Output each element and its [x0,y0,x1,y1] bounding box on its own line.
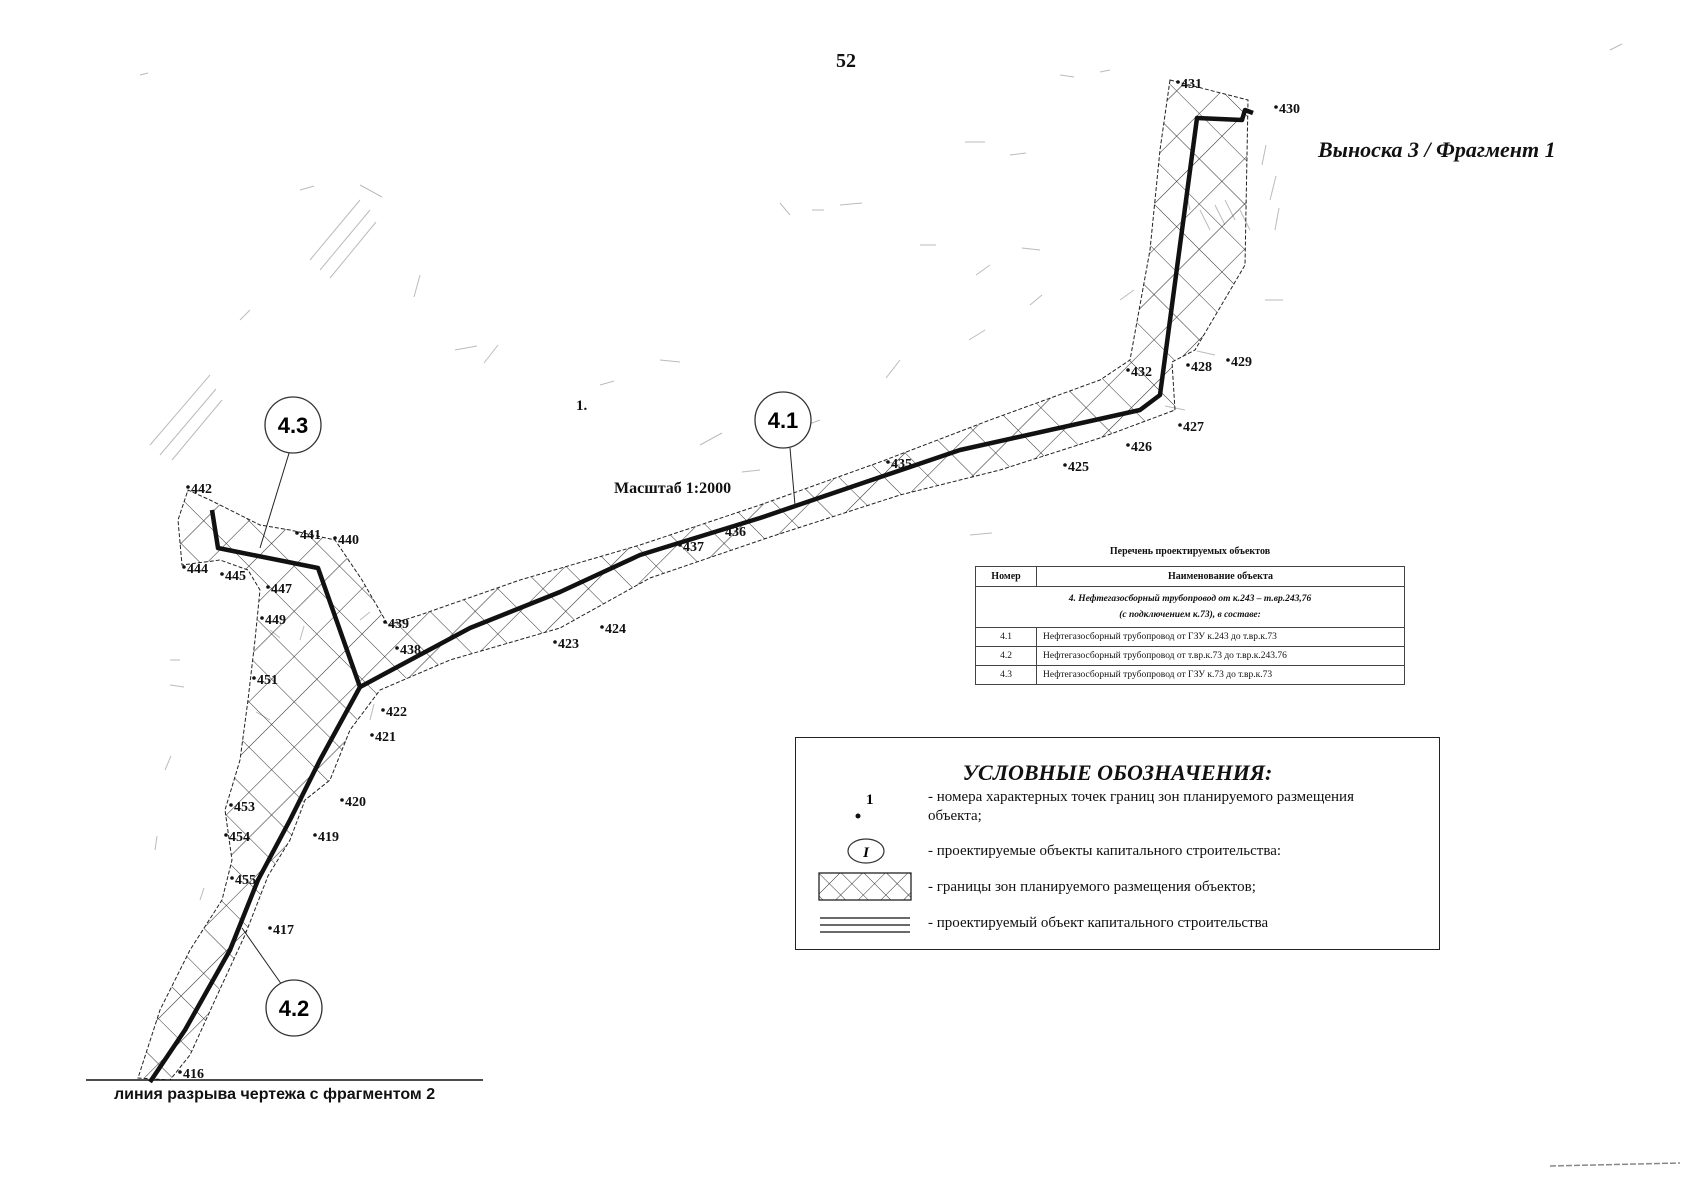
svg-text:4.3: 4.3 [278,413,309,438]
group-title-line2: (с подключением к.73), в составе: [1119,610,1261,620]
row-name: Нефтегазосборный трубопровод от ГЗУ к.73… [1036,665,1405,685]
object-bubble-4-3: 4.3 [264,396,322,454]
callout-title: Выноска 3 / Фрагмент 1 [1318,137,1556,162]
table-row: 4.1 Нефтегазосборный трубопровод от ГЗУ … [975,627,1405,647]
row-number: 4.2 [975,646,1037,666]
column-header-name: Наименование объекта [1036,566,1405,587]
point-label: 430 [1279,102,1300,117]
point-label: 439 [388,617,409,632]
table-group-row: 4. Нефтегазосборный трубопровод от к.243… [975,586,1405,628]
point-label: 427 [1183,420,1204,435]
point-label: 438 [400,643,421,658]
point-label: 424 [605,622,626,637]
pipeline-routes [148,107,1254,1084]
objects-table: Номер Наименование объекта 4. Нефтегазос… [975,566,1405,685]
point-label: 436 [725,525,746,540]
point-label: 420 [345,795,366,810]
point-label: 440 [338,533,359,548]
point-label: 431 [1181,77,1202,92]
point-label: 417 [273,923,294,938]
point-label: 429 [1231,355,1252,370]
group-title-line1: 4. Нефтегазосборный трубопровод от к.243… [1068,594,1312,604]
column-header-number: Номер [975,566,1037,587]
point-label: 416 [183,1067,204,1082]
point-label: 425 [1068,460,1089,475]
row-number: 4.1 [975,627,1037,647]
objects-table-title: Перечень проектируемых объектов [1109,546,1271,557]
table-row: 4.2 Нефтегазосборный трубопровод от т.вр… [975,646,1405,666]
placement-zone [137,79,1249,1081]
row-number: 4.3 [975,665,1037,685]
pipeline-4-2 [148,685,362,1084]
point-label: 449 [265,613,286,628]
zone-hatch-icon [818,872,912,901]
point-label: 419 [318,830,339,845]
point-label: 454 [229,830,250,845]
table-group-cell: 4. Нефтегазосборный трубопровод от к.243… [975,586,1405,628]
page-number: 52 [836,50,856,72]
point-label: 442 [191,482,212,497]
row-name: Нефтегазосборный трубопровод от ГЗУ к.24… [1036,627,1405,647]
legend: УСЛОВНЫЕ ОБОЗНАЧЕНИЯ: 1 - номера характе… [795,737,1440,950]
pipeline-4-3 [209,509,363,688]
object-bubble-4-2: 4.2 [265,979,323,1037]
object-bubble-4-1: 4.1 [754,391,812,449]
point-label: 435 [891,457,912,472]
stray-label: 1. [576,398,588,414]
point-label: 445 [225,569,246,584]
svg-text:4.2: 4.2 [279,996,310,1021]
point-label: 453 [234,800,255,815]
legend-item-pipeline: - проектируемый объект капитального стро… [928,915,1269,931]
pipeline-line-icon [820,917,910,933]
point-label: 422 [386,705,407,720]
point-label: 441 [300,528,321,543]
point-label: 421 [375,730,396,745]
point-label: 455 [235,873,256,888]
pipeline-4-1 [358,107,1254,689]
svg-text:I: I [862,845,870,861]
row-name: Нефтегазосборный трубопровод от т.вр.к.7… [1036,646,1405,666]
point-label: 437 [683,540,704,555]
point-label: 426 [1131,440,1152,455]
legend-item-objects: - проектируемые объекты капитального стр… [928,843,1282,859]
legend-title: УСЛОВНЫЕ ОБОЗНАЧЕНИЯ: [962,760,1273,785]
legend-item-zones: - границы зон планируемого размещения об… [928,879,1256,895]
svg-text:4.1: 4.1 [768,408,799,433]
point-labels: 416 417 419 420 421 422 423 424 425 426 … [178,77,1300,1082]
legend-item-points: - номера характерных точек границ зон пл… [928,789,1354,824]
svg-text:1: 1 [866,792,874,808]
table-header-row: Номер Наименование объекта [975,566,1405,587]
cut-line-label: линия разрыва чертежа с фрагментом 2 [114,1086,436,1103]
point-label: 447 [271,582,292,597]
point-label: 451 [257,673,278,688]
point-label: 428 [1191,360,1212,375]
point-marker-icon: 1 [855,792,874,819]
scale-label: Масштаб 1:2000 [614,480,732,497]
point-label: 423 [558,637,579,652]
point-label: 444 [187,562,208,577]
table-row: 4.3 Нефтегазосборный трубопровод от ГЗУ … [975,665,1405,685]
object-marker-icon: I [847,838,885,864]
point-label: 432 [1131,365,1152,380]
